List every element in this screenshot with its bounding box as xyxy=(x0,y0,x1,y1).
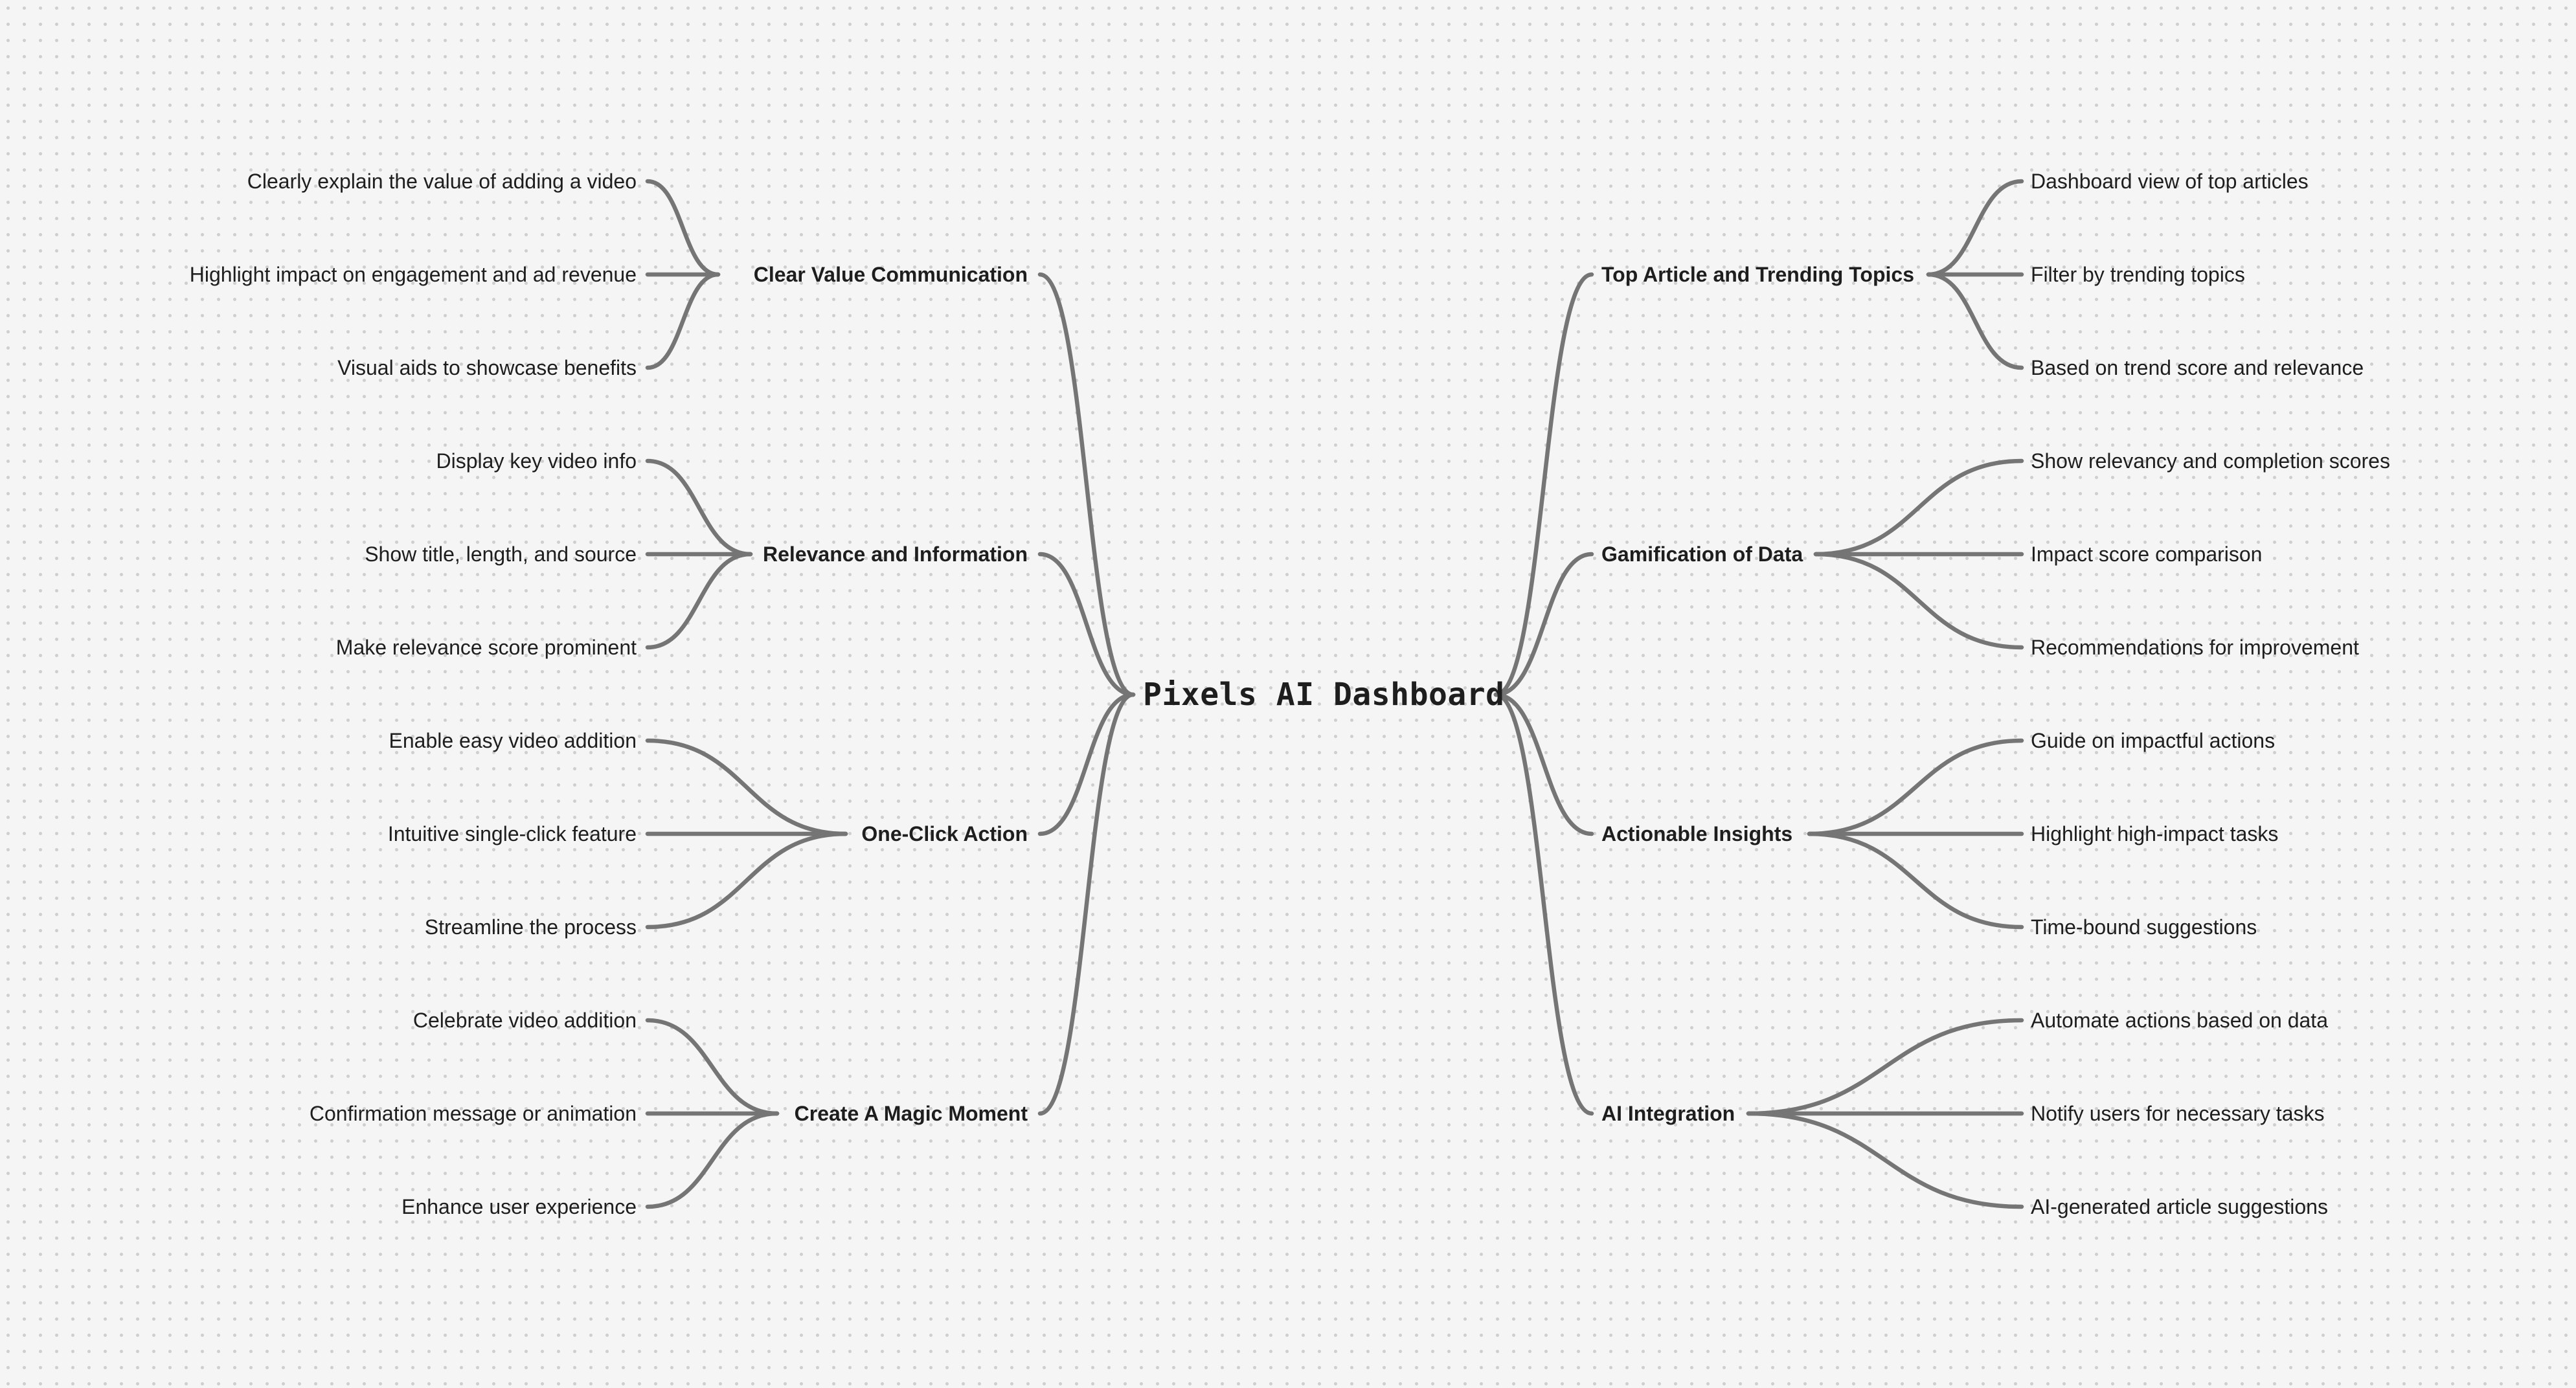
connector-actionable-insights-to-leaf-2 xyxy=(1807,831,2024,930)
branch-node-clear-value-communication[interactable]: Clear Value Communication xyxy=(753,263,1028,286)
connector-gamification-of-data-to-leaf-0 xyxy=(1813,458,2024,557)
connector-ai-integration-to-leaf-0 xyxy=(1746,1018,2024,1116)
leaf-node-ai-generated-article-suggestions[interactable]: AI-generated article suggestions xyxy=(2031,1195,2328,1218)
leaf-node-intuitive-single-click-feature[interactable]: Intuitive single-click feature xyxy=(387,822,637,845)
branch-node-actionable-insights[interactable]: Actionable Insights xyxy=(1601,822,1793,845)
leaf-node-time-bound-suggestions[interactable]: Time-bound suggestions xyxy=(2031,915,2257,939)
connector-root-to-top-article-and-trending-topics xyxy=(1493,272,1594,697)
connector-clear-value-communication-to-leaf-0 xyxy=(645,179,721,277)
connector-root-to-create-a-magic-moment xyxy=(1037,692,1136,1116)
leaf-node-show-title-length-and-source[interactable]: Show title, length, and source xyxy=(365,543,637,566)
connector-root-to-one-click-action xyxy=(1037,692,1136,836)
leaf-node-enhance-user-experience[interactable]: Enhance user experience xyxy=(401,1195,637,1218)
leaf-node-make-relevance-score-prominent[interactable]: Make relevance score prominent xyxy=(335,636,637,659)
connector-top-article-and-trending-topics-to-leaf-0 xyxy=(1926,179,2024,277)
connector-root-to-clear-value-communication xyxy=(1037,272,1136,697)
branch-node-top-article-and-trending-topics[interactable]: Top Article and Trending Topics xyxy=(1601,263,1914,286)
leaf-node-clearly-explain-the-value-of-adding-a-video[interactable]: Clearly explain the value of adding a vi… xyxy=(247,170,637,193)
leaf-node-confirmation-message-or-animation[interactable]: Confirmation message or animation xyxy=(309,1102,637,1125)
connector-create-a-magic-moment-to-leaf-0 xyxy=(645,1018,780,1116)
connector-relevance-and-information-to-leaf-2 xyxy=(645,552,753,650)
leaf-node-enable-easy-video-addition[interactable]: Enable easy video addition xyxy=(389,729,637,752)
connector-ai-integration-to-leaf-2 xyxy=(1746,1111,2024,1209)
branch-node-relevance-and-information[interactable]: Relevance and Information xyxy=(763,543,1028,566)
branch-node-create-a-magic-moment[interactable]: Create A Magic Moment xyxy=(794,1102,1028,1125)
leaf-node-impact-score-comparison[interactable]: Impact score comparison xyxy=(2031,543,2263,566)
connector-gamification-of-data-to-leaf-2 xyxy=(1813,552,2024,650)
leaf-node-based-on-trend-score-and-relevance[interactable]: Based on trend score and relevance xyxy=(2031,356,2364,379)
leaf-node-recommendations-for-improvement[interactable]: Recommendations for improvement xyxy=(2031,636,2359,659)
branch-node-gamification-of-data[interactable]: Gamification of Data xyxy=(1601,543,1803,566)
branch-node-one-click-action[interactable]: One-Click Action xyxy=(861,822,1028,845)
leaf-node-streamline-the-process[interactable]: Streamline the process xyxy=(424,915,637,939)
leaf-node-automate-actions-based-on-data[interactable]: Automate actions based on data xyxy=(2031,1009,2328,1032)
connector-one-click-action-to-leaf-0 xyxy=(645,738,848,836)
leaf-node-highlight-high-impact-tasks[interactable]: Highlight high-impact tasks xyxy=(2031,822,2279,845)
connector-root-to-gamification-of-data xyxy=(1493,552,1594,697)
connector-root-to-ai-integration xyxy=(1493,692,1594,1116)
connector-relevance-and-information-to-leaf-0 xyxy=(645,458,753,557)
leaf-node-show-relevancy-and-completion-scores[interactable]: Show relevancy and completion scores xyxy=(2031,449,2390,473)
branch-node-ai-integration[interactable]: AI Integration xyxy=(1601,1102,1735,1125)
leaf-node-notify-users-for-necessary-tasks[interactable]: Notify users for necessary tasks xyxy=(2031,1102,2325,1125)
connector-top-article-and-trending-topics-to-leaf-2 xyxy=(1926,272,2024,370)
connector-one-click-action-to-leaf-2 xyxy=(645,831,848,930)
connector-actionable-insights-to-leaf-0 xyxy=(1807,738,2024,836)
leaf-node-celebrate-video-addition[interactable]: Celebrate video addition xyxy=(412,1009,637,1032)
connector-root-to-actionable-insights xyxy=(1493,692,1594,836)
root-node-pixels-ai-dashboard[interactable]: Pixels AI Dashboard xyxy=(1143,677,1505,713)
connector-create-a-magic-moment-to-leaf-2 xyxy=(645,1111,780,1209)
leaf-node-guide-on-impactful-actions[interactable]: Guide on impactful actions xyxy=(2031,729,2276,752)
connector-root-to-relevance-and-information xyxy=(1037,552,1136,697)
leaf-node-display-key-video-info[interactable]: Display key video info xyxy=(436,449,637,473)
leaf-node-visual-aids-to-showcase-benefits[interactable]: Visual aids to showcase benefits xyxy=(337,356,637,379)
leaf-node-filter-by-trending-topics[interactable]: Filter by trending topics xyxy=(2031,263,2245,286)
leaf-node-dashboard-view-of-top-articles[interactable]: Dashboard view of top articles xyxy=(2031,170,2309,193)
connector-clear-value-communication-to-leaf-2 xyxy=(645,272,721,370)
leaf-node-highlight-impact-on-engagement-and-ad-revenue[interactable]: Highlight impact on engagement and ad re… xyxy=(189,263,637,286)
